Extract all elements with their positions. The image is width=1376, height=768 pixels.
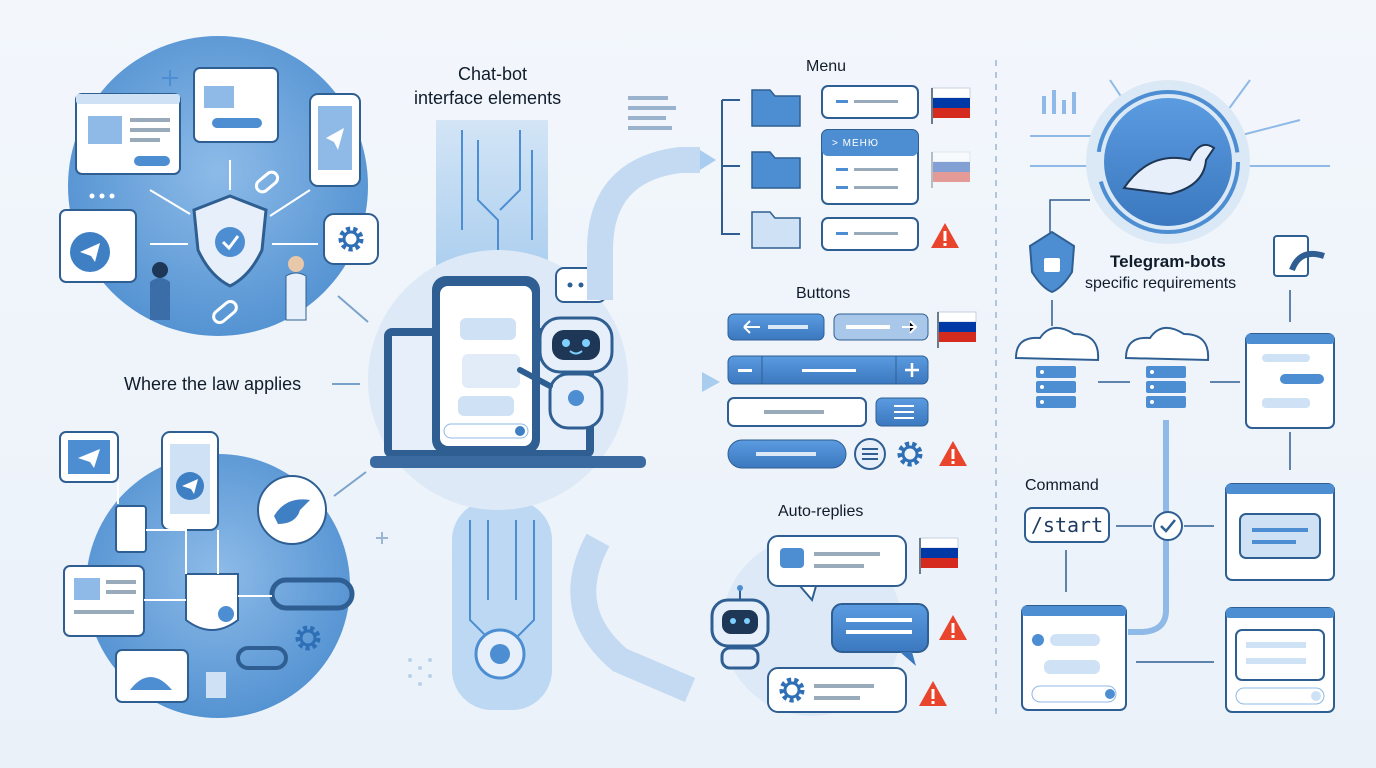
telegram-section (1014, 79, 1335, 713)
auto-replies-section (710, 535, 967, 716)
menu-section (721, 85, 971, 251)
menu-badge-text: > МЕНЮ (832, 137, 879, 149)
auto-replies-label: Auto-replies (778, 503, 864, 520)
menu-label: Menu (806, 58, 847, 75)
where-law-applies-label: Where the law applies (124, 374, 302, 394)
buttons-section (727, 311, 977, 470)
command-label: Command (1025, 477, 1099, 494)
telegram-title-line2: specific requirements (1085, 275, 1237, 292)
law-circle-top (59, 36, 379, 336)
chatbot-title-line1: Chat-bot (458, 64, 528, 84)
chatbot-title-line2: interface elements (414, 88, 562, 108)
telegram-title-line1: Telegram-bots (1110, 252, 1226, 271)
chatbot-center (368, 120, 646, 710)
start-command-box: /start (1024, 507, 1110, 543)
buttons-label: Buttons (796, 285, 851, 302)
law-circle-bottom (59, 431, 355, 718)
